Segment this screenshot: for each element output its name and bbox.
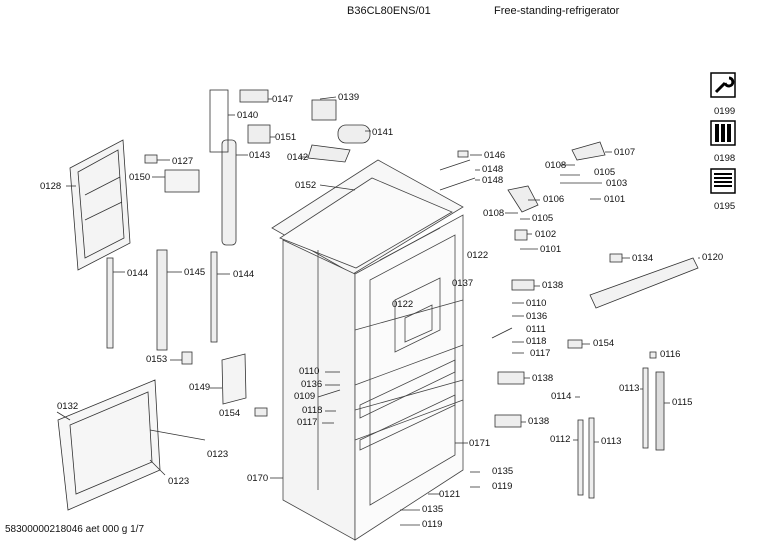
document-code: 58300000218046 aet 000 g 1/7 bbox=[5, 524, 145, 535]
part-label: 0154 bbox=[593, 338, 615, 349]
back-panel-0132 bbox=[56, 379, 206, 511]
part-label: 0109 bbox=[294, 391, 316, 402]
part-label: 0107 bbox=[614, 147, 636, 158]
part-label: 0138 bbox=[542, 280, 564, 291]
part-label: 0123 bbox=[207, 449, 229, 460]
part-label: 0108 bbox=[483, 208, 505, 219]
part-label: 0147 bbox=[272, 94, 294, 105]
coil-heater-icon bbox=[710, 168, 736, 194]
part-label: 0138 bbox=[528, 416, 550, 427]
part-label: 0135 bbox=[422, 504, 444, 515]
part-label: 0101 bbox=[540, 244, 562, 255]
icon-number: 0198 bbox=[714, 153, 736, 164]
part-label: 0152 bbox=[295, 180, 317, 191]
part-label: 0132 bbox=[57, 401, 79, 412]
part-label: 0170 bbox=[247, 473, 269, 484]
part-label: 0135 bbox=[492, 466, 514, 477]
part-label: 0145 bbox=[184, 267, 206, 278]
part-label: 0118 bbox=[302, 405, 323, 416]
part-label: 0106 bbox=[543, 194, 565, 205]
wrench-tool-icon bbox=[710, 72, 736, 98]
part-label: 0111 bbox=[526, 324, 546, 335]
part-label: 0148 bbox=[482, 175, 504, 186]
part-label: 0144 bbox=[233, 269, 255, 280]
part-label: 0119 bbox=[422, 519, 443, 530]
part-label: 0115 bbox=[672, 397, 693, 408]
part-label: 0150 bbox=[129, 172, 151, 183]
part-label: 0118 bbox=[526, 336, 547, 347]
part-label: 0120 bbox=[702, 252, 724, 263]
part-label: 0128 bbox=[40, 181, 62, 192]
part-label: 0112 bbox=[550, 434, 571, 445]
part-label: 0113 bbox=[601, 436, 622, 447]
part-label: 0144 bbox=[127, 268, 149, 279]
part-label: 0140 bbox=[237, 110, 259, 121]
part-label: 0110 bbox=[526, 298, 547, 309]
part-label: 0114 bbox=[551, 391, 572, 402]
part-label: 0105 bbox=[532, 213, 554, 224]
part-label: 0171 bbox=[469, 438, 491, 449]
part-label: 0138 bbox=[532, 373, 554, 384]
tools-kit-icon bbox=[710, 120, 736, 146]
part-label: 0134 bbox=[632, 253, 654, 264]
icon-number: 0199 bbox=[714, 106, 736, 117]
part-label: 0113 bbox=[619, 383, 640, 394]
part-label: 0121 bbox=[439, 489, 461, 500]
part-label: 0141 bbox=[372, 127, 394, 138]
part-label: 0119 bbox=[492, 481, 513, 492]
part-label: 0143 bbox=[249, 150, 271, 161]
part-label: 0127 bbox=[172, 156, 194, 167]
part-label: 0151 bbox=[275, 132, 297, 143]
part-label: 0146 bbox=[484, 150, 506, 161]
product-type: Free-standing-refrigerator bbox=[494, 5, 620, 17]
part-label: 0105 bbox=[594, 167, 616, 178]
part-label: 0149 bbox=[189, 382, 211, 393]
part-label: 0139 bbox=[338, 92, 360, 103]
part-label: 0116 bbox=[660, 349, 681, 360]
rails bbox=[106, 249, 230, 351]
model-number: B36CL80ENS/01 bbox=[347, 5, 431, 17]
cabinet-body bbox=[271, 159, 464, 541]
part-label: 0108 bbox=[545, 160, 567, 171]
icon-number: 0195 bbox=[714, 201, 736, 212]
part-label: 0117 bbox=[297, 417, 318, 428]
part-label: 0137 bbox=[452, 278, 474, 289]
part-label: 0102 bbox=[535, 229, 557, 240]
part-label: 0117 bbox=[530, 348, 551, 359]
part-label: 0122 bbox=[467, 250, 489, 261]
part-label: 0136 bbox=[526, 311, 548, 322]
side-panel-0128 bbox=[66, 139, 131, 271]
part-label: 0154 bbox=[219, 408, 241, 419]
part-label: 0136 bbox=[301, 379, 323, 390]
part-label: 0123 bbox=[168, 476, 190, 487]
part-label: 0103 bbox=[606, 178, 628, 189]
part-label: 0110 bbox=[299, 366, 320, 377]
part-label: 0122 bbox=[392, 299, 414, 310]
part-label: 0142 bbox=[287, 152, 309, 163]
part-label: 0153 bbox=[146, 354, 168, 365]
part-label: 0101 bbox=[604, 194, 626, 205]
part-label: 0148 bbox=[482, 164, 504, 175]
